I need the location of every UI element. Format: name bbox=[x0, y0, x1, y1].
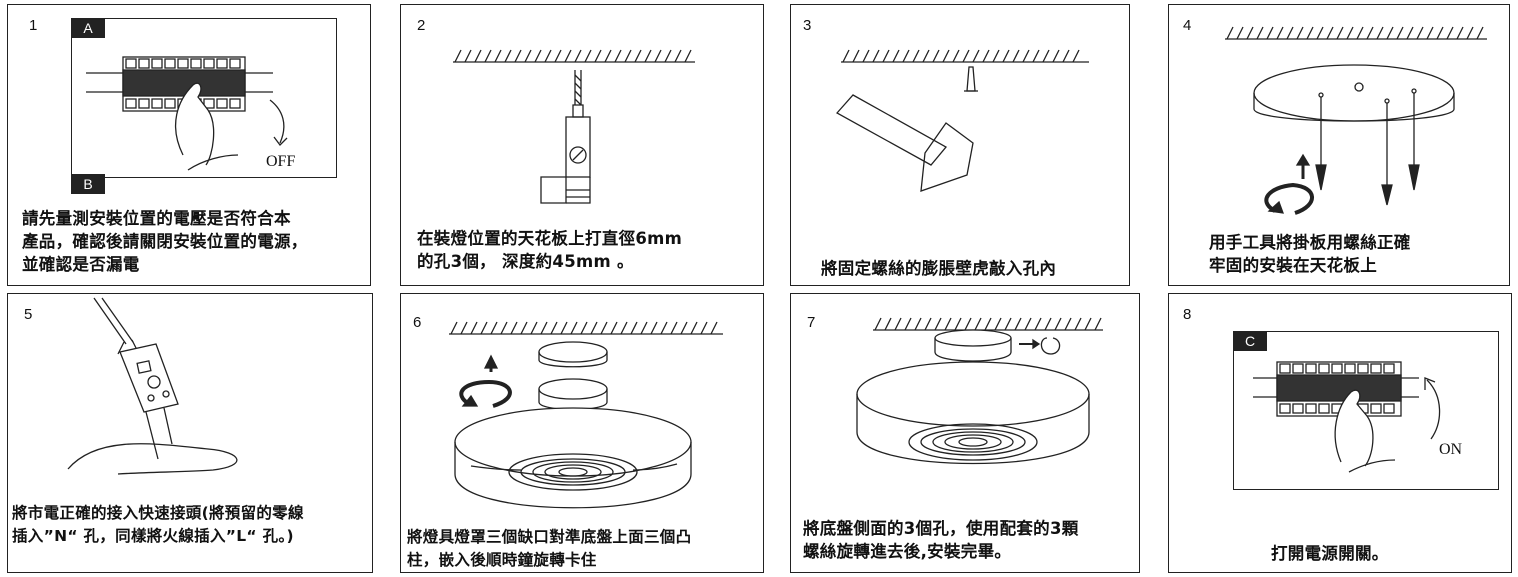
step-number: 1 bbox=[29, 17, 38, 34]
step-6-caption: 將燈具燈罩三個缺口對準底盤上面三個凸柱，嵌入後順時鐘旋轉卡住 bbox=[407, 528, 692, 569]
step-8-caption: 打開電源開關。 bbox=[1271, 544, 1389, 563]
label-a-badge: A bbox=[71, 18, 105, 38]
step-1-caption: 請先量測安裝位置的電壓是否符合本產品，確認後請關閉安裝位置的電源，並確認是否漏電 bbox=[22, 209, 308, 274]
step-4-panel: 4 用手工具將掛板用螺絲正確牢固的安裝在天花板上 bbox=[1168, 4, 1510, 286]
step-4-caption: 用手工具將掛板用螺絲正確牢固的安裝在天花板上 bbox=[1209, 233, 1411, 275]
switch-frame bbox=[1233, 331, 1499, 490]
breaker-on-illustration bbox=[1253, 361, 1441, 473]
step-number: 6 bbox=[413, 314, 422, 331]
step-1-panel: 1 A B OFF 請先量測安裝位置的電壓是否符合本產品，確認後請關閉安裝位置的… bbox=[7, 4, 371, 286]
step-7-panel: 7 將底盤側面的3個孔，使用配套的3顆螺絲旋轉進去後,安裝完畢。 bbox=[790, 293, 1140, 573]
step-5-panel: 5 將市電正確的接入快速接頭(將預留的零線插入”N“ 孔，同樣將火線插入”L“ … bbox=[7, 293, 373, 573]
breaker-off-illustration bbox=[86, 56, 288, 171]
label-c-badge: C bbox=[1233, 331, 1267, 351]
lamp-shade-alignment-illustration bbox=[449, 321, 723, 509]
switch-frame bbox=[71, 18, 337, 178]
hammer-anchor-illustration bbox=[835, 49, 1089, 192]
step-number: 8 bbox=[1183, 306, 1192, 323]
step-number: 7 bbox=[807, 314, 816, 331]
on-label: ON bbox=[1439, 441, 1463, 458]
wire-connector-illustration bbox=[67, 297, 238, 475]
step-3-caption: 將固定螺絲的膨脹壁虎敲入孔內 bbox=[821, 259, 1057, 278]
mount-plate-illustration bbox=[1225, 26, 1487, 215]
step-6-panel: 6 將燈具燈罩三個缺口對準底盤上面三個凸柱，嵌入後順時鐘旋轉卡住 bbox=[400, 293, 764, 573]
step-number: 5 bbox=[24, 306, 33, 323]
drill-ceiling-illustration bbox=[453, 49, 695, 204]
label-b-badge: B bbox=[71, 174, 105, 194]
step-7-caption: 將底盤側面的3個孔，使用配套的3顆螺絲旋轉進去後,安裝完畢。 bbox=[803, 519, 1079, 561]
step-number: 2 bbox=[417, 17, 426, 34]
step-3-panel: 3 將固定螺絲的膨脹壁虎敲入孔內 bbox=[790, 4, 1130, 286]
step-number: 4 bbox=[1183, 17, 1192, 34]
off-label: OFF bbox=[266, 153, 296, 170]
fixture-screw-illustration bbox=[856, 317, 1103, 465]
step-8-panel: 8 C ON 打開電源開關。 bbox=[1168, 293, 1512, 573]
step-5-caption: 將市電正確的接入快速接頭(將預留的零線插入”N“ 孔，同樣將火線插入”L“ 孔。… bbox=[12, 504, 304, 545]
step-number: 3 bbox=[803, 17, 812, 34]
